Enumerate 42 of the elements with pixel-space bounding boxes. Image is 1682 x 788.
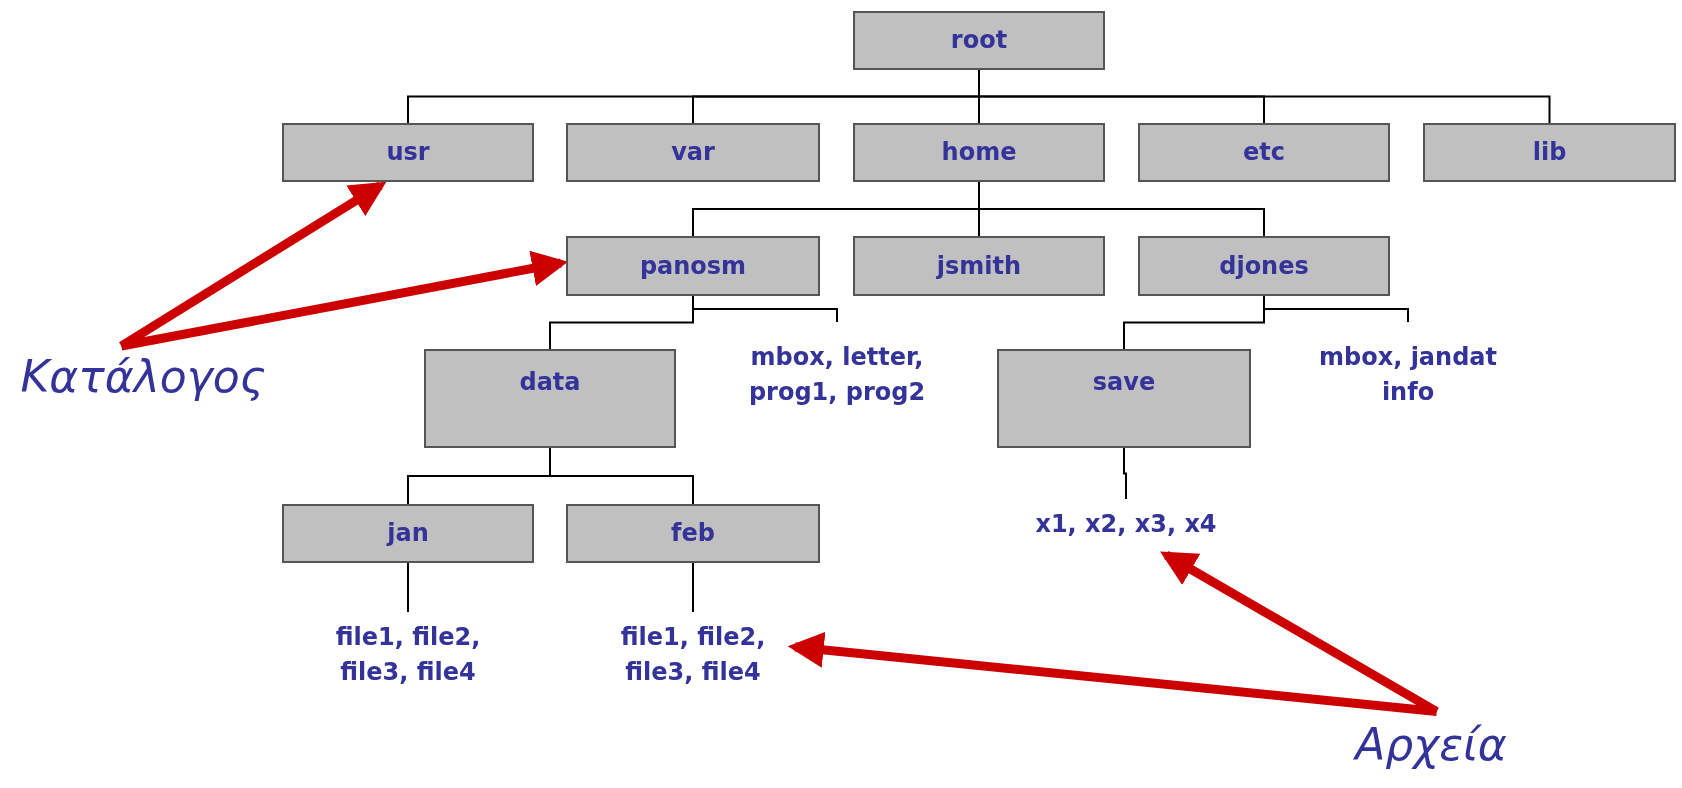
directory-box [853,11,1105,70]
directory-name: jsmith [936,250,1022,282]
callout-label: Κατάλογος [20,350,266,402]
directory-box [997,349,1251,448]
arrow [787,631,1438,717]
tree-connector [692,295,838,323]
directory-name: jan [387,518,429,550]
file-list: mbox, letter, prog1, prog2 [712,340,962,410]
tree-connector [549,447,694,505]
directory-box [282,504,534,563]
directory-name: root [950,25,1008,57]
directory-box [566,504,820,563]
directory-box [282,123,534,182]
directory-name: var [671,137,715,169]
directory-box [853,236,1105,296]
directory-name: data [519,367,581,398]
directory-box [566,123,820,182]
callout-label: Αρχεία [1355,718,1507,770]
directory-box [424,349,676,448]
directory-name: usr [386,137,430,169]
tree-connector [407,562,409,613]
file-list: mbox, jandat info [1318,340,1498,410]
directory-name: feb [671,518,715,550]
tree-connector [978,181,1265,237]
file-list: x1, x2, x3, x4 [1035,507,1217,542]
directory-box [853,123,1105,182]
directory-name: lib [1532,137,1567,169]
directory-box [1138,236,1390,296]
directory-box [1423,123,1676,182]
directory-box [1138,123,1390,182]
directory-name: djones [1219,250,1309,282]
directory-name: save [1092,367,1156,398]
tree-connector [1123,447,1127,500]
tree-connector [692,562,694,613]
directory-name: home [941,137,1017,169]
file-list: file1, file2, file3, file4 [318,620,498,690]
file-list: file1, file2, file3, file4 [602,620,784,690]
arrow [120,250,568,351]
tree-connector [1263,295,1409,323]
directory-box [566,236,820,296]
directory-name: panosm [639,250,747,282]
directory-name: etc [1243,137,1285,169]
